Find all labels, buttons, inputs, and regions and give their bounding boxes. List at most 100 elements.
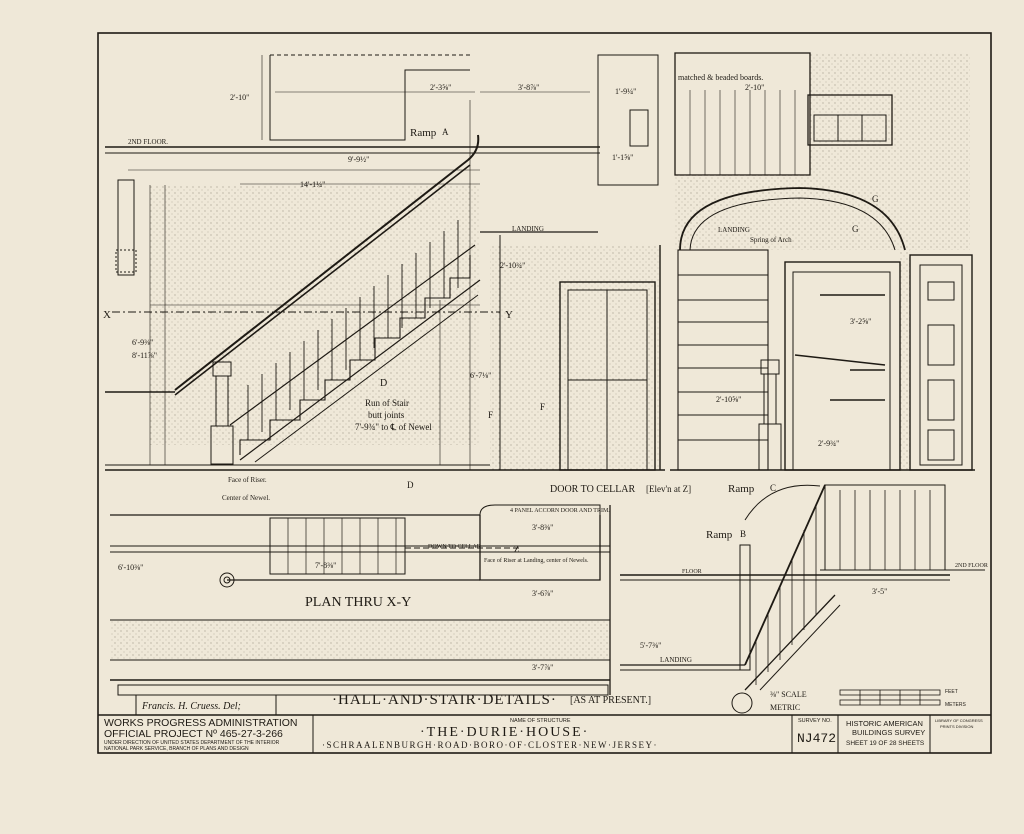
plan-treads [287,518,397,574]
letter-x: X [103,309,111,321]
stringer-top [174,164,471,396]
metric-label: METRIC [770,703,800,712]
stringer-mid [229,244,476,426]
loc-line-2: PRINTS DIVISION [940,724,973,729]
dim-8: 2'-10¾" [500,261,525,270]
letter-g2: G [852,224,859,234]
habs-line-2: BUILDINGS SURVEY [852,728,925,737]
dim-14: 3'-2⅝" [850,317,871,326]
dim-2: 3'-8⅞" [518,83,539,92]
label-door-to-cellar: DOOR TO CELLAR [550,484,636,495]
scale-label: ⅜" SCALE [770,690,807,699]
arch-elevation [670,52,975,471]
label-four-panel: 4 PANEL ACCORN DOOR AND TRIM. [510,508,610,514]
newel-post [210,361,234,465]
survey-caption: SURVEY NO. [798,718,832,724]
transom-window [807,94,893,146]
agency-line-1: WORKS PROGRESS ADMINISTRATION [104,717,298,729]
dimension-lines [128,55,590,470]
labels: 2ND FLOOR. Ramp A LANDING matched & bead… [103,73,988,664]
sheet-border [97,32,992,754]
agency-line-3: UNDER DIRECTION OF UNITED STATES DEPARTM… [104,740,280,746]
letter-y: Y [505,309,513,321]
stair-treads [239,255,471,455]
window-detail [629,109,649,147]
stair-elevation [105,54,600,471]
label-center-newel: Center of Newel. [222,494,270,502]
sheet-info: SHEET 19 OF 28 SHEETS [846,740,925,747]
label-second-floor-right: 2ND FLOOR [955,563,988,569]
plan-cellar-swing [479,504,601,516]
balustrade-rails [839,490,931,570]
dim-5: 14'-1¼" [300,180,325,189]
location: ·SCHRAALENBURGH·ROAD·BORO·OF·CLOSTER·NEW… [322,740,658,750]
beaded-boards [689,90,796,175]
arch [679,187,906,251]
wall-stipple-upper-right [810,53,970,175]
dim-13: 2'-10⅝" [716,395,741,404]
dim-16: 7'-8⅜" [315,561,336,570]
plan-stair-run [269,517,406,575]
molding-base [115,249,137,273]
cellar-door-elevation [480,54,665,471]
label-butt-joints: butt joints [368,410,405,420]
handrail [174,134,480,391]
tall-panel-inner [919,264,963,466]
structure-name: ·THE·DURIE·HOUSE· [420,725,589,740]
wall-stipple-arch [675,175,970,250]
ramp-b-balusters [755,505,817,685]
ramp-b-stringer [744,594,836,691]
balusters [247,220,459,440]
baseboard [117,684,609,696]
dim-6: 2'-10" [230,93,249,102]
dim-11: 6'-9⅜" [132,338,153,347]
label-ramp-b-letter: B [740,529,746,539]
upper-panel [674,52,811,176]
name-caption: NAME OF STRUCTURE [510,718,571,724]
feet-label: FEET [945,689,958,695]
upper-wall-profile [269,55,470,141]
stringer-under [254,294,479,463]
label-face-riser-landing: Face of Riser at Landing, center of Newe… [484,557,589,564]
molding-profile [117,179,135,276]
agency-line-4: NATIONAL PARK SERVICE, BRANCH OF PLANS A… [104,746,249,752]
label-down-cellar: DOWN TO CELLAR [428,544,481,550]
arch-stair-treads [677,249,769,471]
label-door-note: [Elev'n at Z] [646,484,691,494]
plan-stipple [110,620,610,660]
wall-stipple-left [150,185,480,445]
dim-19: 3'-5" [872,587,887,596]
drawing-title: ·HALL·AND·STAIR·DETAILS· [332,692,557,708]
title-block: ·HALL·AND·STAIR·DETAILS· [AS AT PRESENT.… [104,689,983,752]
label-to-newel: 7'-9¾" to ℄ of Newel [355,422,432,432]
label-ramp-a-letter: A [442,127,449,137]
wall-stipple-mid [490,245,660,470]
ramp-b-rail [744,484,826,666]
dim-3: 1'-9¼" [615,87,636,96]
newel-lower-right [739,544,751,671]
agency-line-2: OFFICIAL PROJECT Nº 465-27-3-266 [104,728,283,740]
plan-xy [110,504,611,696]
transom-inner [813,114,887,142]
label-landing-top: LANDING [512,225,544,233]
label-spring-arch: Spring of Arch [750,236,792,244]
letter-d1: D [380,378,387,389]
label-landing-arch: LANDING [718,226,750,234]
drawing-note: [AS AT PRESENT.] [570,695,651,706]
letter-d2: D [407,480,414,490]
delineator-box [135,694,277,716]
label-plan-thru: PLAN THRU X-Y [305,595,411,610]
ramp-c-curve [744,484,821,521]
ramp-b-section [620,484,985,691]
label-ramp-c-letter: C [770,483,776,493]
letter-g1: G [872,194,879,204]
dim-9: 2'-10" [745,83,764,92]
label-floor: FLOOR [682,569,702,575]
dim-22: 5'-7⅜" [640,641,661,650]
wall-stipple-right-strip [900,250,910,470]
board-door [784,261,901,471]
letter-f1: F [488,410,493,420]
board-door-inner [792,271,891,471]
survey-number: NJ472 [797,731,836,746]
